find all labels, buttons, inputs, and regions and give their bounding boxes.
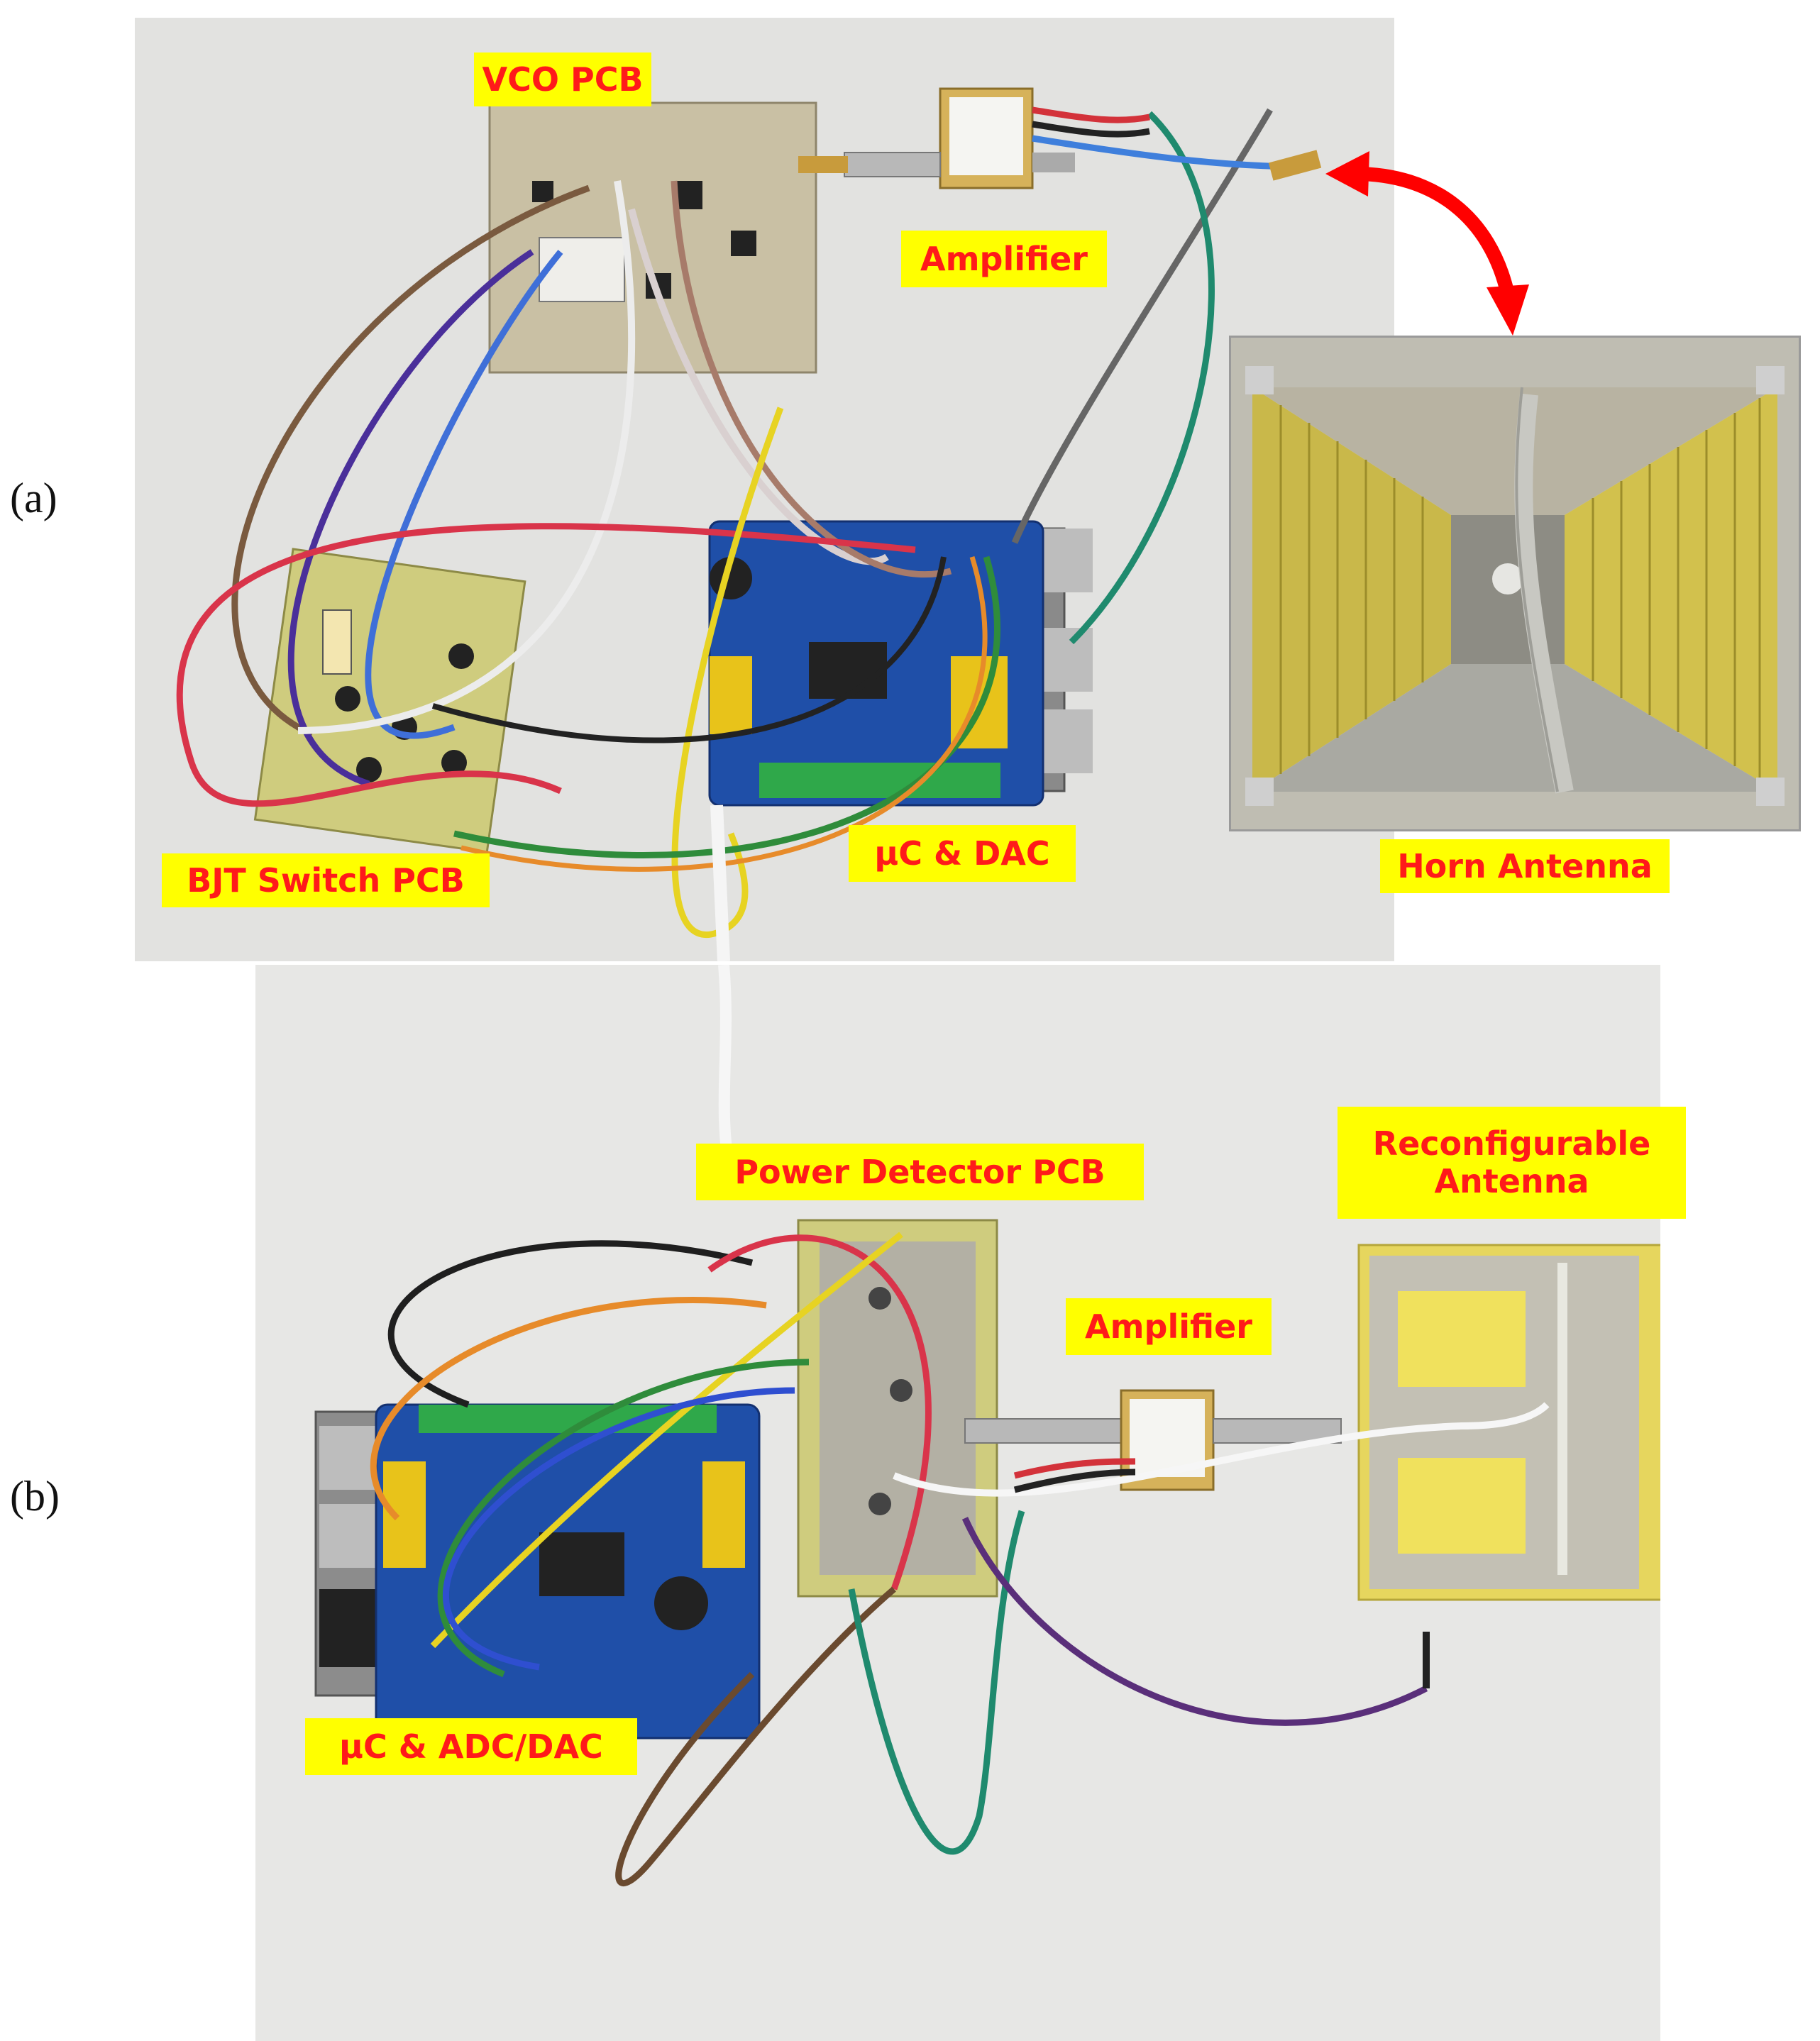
transmitter-setup-illustration	[135, 18, 1394, 961]
reconfigurable-antenna-label-line1: Reconfigurable	[1372, 1124, 1651, 1163]
amplifier-label-a: Amplifier	[901, 231, 1107, 287]
panel-label-a: (a)	[10, 475, 57, 521]
reconfigurable-antenna-label-line2: Antenna	[1434, 1162, 1589, 1200]
power-detector-pcb-label: Power Detector PCB	[696, 1144, 1144, 1200]
photo-transmitter-setup	[135, 18, 1394, 961]
horn-antenna-label: Horn Antenna	[1380, 839, 1670, 893]
vco-pcb-label: VCO PCB	[474, 52, 651, 106]
horn-antenna-illustration	[1231, 338, 1799, 829]
receiver-setup-illustration	[255, 965, 1660, 2041]
panel-label-b: (b)	[10, 1473, 60, 1520]
uc-dac-label: µC & DAC	[849, 825, 1076, 882]
uc-adc-dac-label: µC & ADC/DAC	[305, 1718, 637, 1775]
amplifier-label-b: Amplifier	[1066, 1298, 1272, 1355]
reconfigurable-antenna-label: Reconfigurable Antenna	[1338, 1107, 1686, 1219]
red-double-arrow	[1325, 151, 1529, 336]
horn-antenna-photo	[1229, 336, 1801, 831]
photo-receiver-setup	[255, 965, 1660, 2041]
bjt-switch-pcb-label: BJT Switch PCB	[162, 853, 490, 907]
